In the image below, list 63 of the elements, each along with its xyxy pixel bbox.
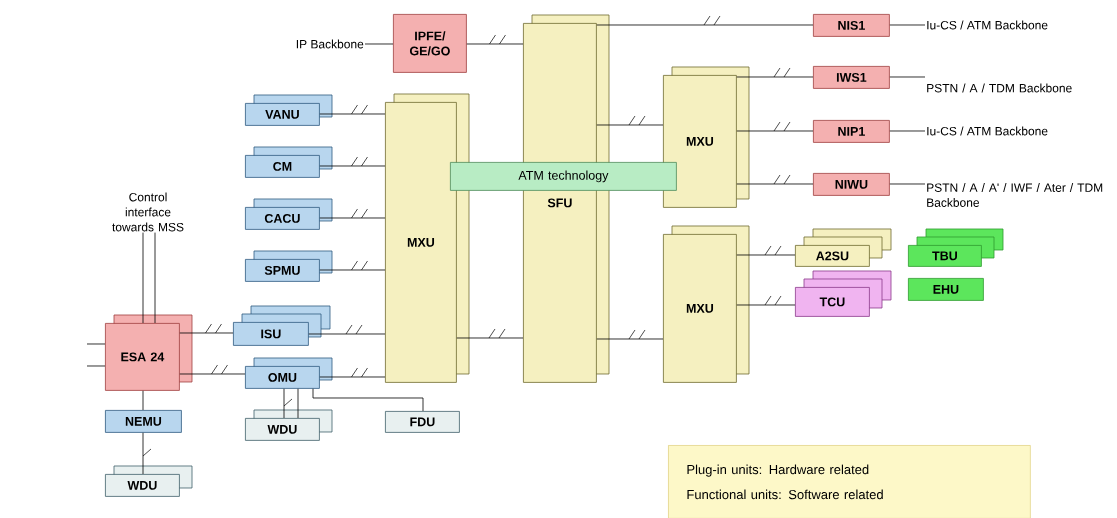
unit-box: TCU [795,270,892,317]
interface-label: IP Backbone [296,39,364,49]
connector-line [283,388,299,419]
connector-line [736,183,814,185]
node-label: TBU [932,251,957,261]
unit-box: VANU [245,94,333,126]
connector-line [889,76,926,78]
interface-label: PSTN / A / A' / IWF / Ater / TDM Backbone [927,183,1103,207]
unit-box: NIWU [813,173,890,196]
unit-box: TBU [908,228,1004,267]
connector-line [308,333,386,335]
connector-line [596,24,814,26]
interface-label: Iu-CS / ATM Backbone [927,20,1048,30]
unit-box: MXU [385,93,470,383]
unit-box: WDU [105,465,193,497]
connector-line [319,269,386,271]
technology-band: ATM technology [450,162,677,191]
connector-line [319,113,386,115]
node-label: ISU [261,329,281,339]
connector-line [456,337,524,339]
unit-box: SPMU [245,250,333,282]
note-box: Plug-in units: Hardware related Functional units: Software related [668,445,1031,518]
unit-box: EHU [908,278,984,301]
unit-box: ISU [233,305,331,346]
connector-line [736,254,796,256]
unit-box: CM [245,146,333,178]
unit-box: NEMU [105,410,182,433]
unit-box: MXU [663,66,750,208]
connector-line [596,338,664,340]
connector-line [86,343,106,367]
interface-label: Iu-CS / ATM Backbone [927,126,1048,136]
unit-box: A2SU [795,228,892,267]
connector-line [889,24,926,26]
connector-line [596,124,664,126]
node-label: A2SU [816,251,849,261]
connector-line [179,373,246,375]
unit-box: OMU [245,357,333,389]
connector-line [364,43,394,45]
connector-line [319,165,386,167]
connector-line [736,76,814,78]
connector-line [466,43,524,45]
connector-line [736,130,814,132]
connector-line [179,332,234,334]
unit-box: NIP1 [813,120,890,143]
interface-label: Control interface towards MSS [112,192,184,232]
unit-box: IPFE/ GE/GO [393,14,467,73]
unit-box: IWS1 [813,66,890,89]
connector-line [736,304,796,306]
interface-label: PSTN / A / TDM Backbone [927,83,1072,93]
connector-line [889,130,926,132]
connector-line [142,432,144,475]
connector-line [889,183,926,185]
unit-box: NIS1 [813,14,890,37]
unit-box: CACU [245,198,333,230]
connector-line [319,217,386,219]
unit-box: WDU [245,409,333,441]
connector-line [312,388,424,412]
connector-line [142,390,144,411]
connector-line [142,232,156,324]
unit-box: ESA 24 [105,314,193,391]
unit-box: MXU [663,225,750,383]
unit-box: FDU [385,411,460,433]
connector-line [319,376,386,378]
